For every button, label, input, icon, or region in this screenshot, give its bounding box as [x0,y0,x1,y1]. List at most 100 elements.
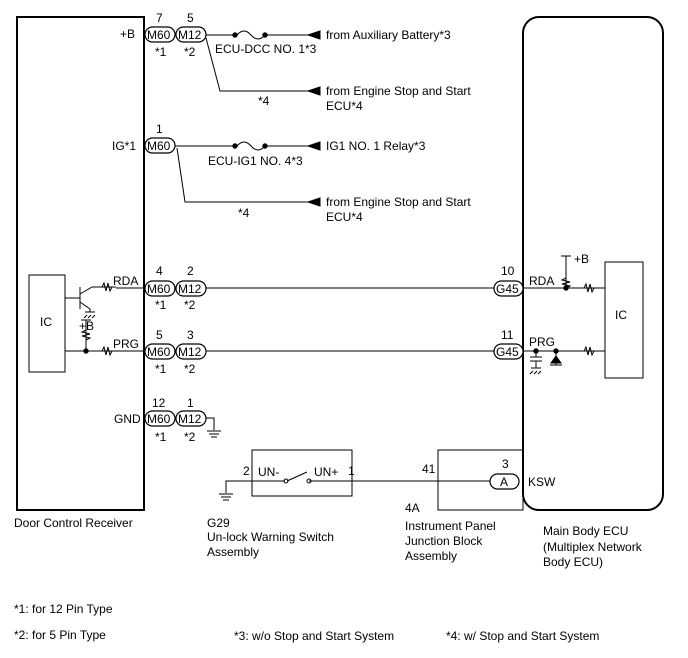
rda-resistor-right [583,282,595,294]
pin-ig-m60: 1 [156,122,163,136]
door-control-receiver-label: Door Control Receiver [14,516,133,530]
connector-m12-prg-label: M12 [178,345,202,359]
pin-switch-right: 1 [348,464,355,478]
footnote-2: *2: for 5 Pin Type [14,628,106,642]
ic-right-label: IC [615,308,627,322]
prg-pullup-left-resistor [80,329,92,341]
switch-gnd-symbol [219,493,233,501]
pullup-left-label: +B [79,319,94,333]
footnote-1: *1: for 12 Pin Type [14,602,113,616]
terminal-prg: PRG [113,337,139,351]
pin-b-m12: 5 [187,11,194,25]
note-gnd-1: *1 [155,430,167,444]
terminal-un-plus: UN+ [314,465,338,479]
prg-capacitor [530,351,542,369]
pin-gnd-m60: 12 [152,396,166,410]
connector-m12-b-label: M12 [178,28,202,42]
connector-a-label: A [500,475,508,489]
pin-b-m60: 7 [156,11,163,25]
switch-contact-left [283,478,289,484]
switch-contact [252,471,352,482]
prg-diode [550,355,562,364]
connector-m60-b [144,26,176,43]
connector-m60-ig-label: M60 [147,139,171,153]
ic-left-label: IC [40,315,52,329]
pullup-right-label: +B [574,252,589,266]
note-b-4: *4 [258,94,270,108]
fuse-dcc-left-dot [232,32,238,38]
source-ess2-line1: from Engine Stop and Start [326,195,471,209]
rda-pullup-resistor [560,277,572,289]
connector-m60-gnd-label: M60 [147,412,171,426]
note-b-1: *1 [155,45,167,59]
pin-prg-m12: 3 [187,328,194,342]
wire-ig-branch [176,147,320,203]
connector-m60-rda [144,280,176,297]
connector-g45-prg-label: G45 [496,345,519,359]
rda-resistor-left [101,281,113,293]
gnd-wire [206,417,215,430]
connector-m60-gnd [144,410,176,427]
connector-m60-b-label: M60 [147,28,171,42]
rda-transistor [65,286,116,312]
door-control-receiver-box [16,16,145,511]
switch-label-line3: Assembly [207,545,259,559]
fuse-dcc-symbol [236,30,266,40]
terminal-ig: IG*1 [112,139,136,153]
note-prg-1: *1 [155,362,167,376]
connector-m12-gnd-label: M12 [178,412,202,426]
main-body-ecu-box [522,16,664,511]
gnd-symbol [207,430,221,438]
note-ig-4: *4 [238,206,250,220]
connector-m60-rda-label: M60 [147,282,171,296]
fuse-dcc-right-dot [262,32,268,38]
pin-switch-left: 2 [243,464,250,478]
source-ig1-relay: IG1 NO. 1 Relay*3 [326,139,426,153]
arrow-ess2 [306,197,321,207]
ic-left-box [28,274,66,373]
fuse-ig1-symbol [236,141,266,151]
fuse-ig1-label: ECU-IG1 NO. 4*3 [208,154,303,168]
terminal-ksw: KSW [528,475,556,489]
footnote-4: *4: w/ Stop and Start System [446,629,599,643]
pin-rda-m12: 2 [187,264,194,278]
pin-jb: 41 [422,462,436,476]
note-rda-1: *1 [155,298,167,312]
prg-resistor-left [101,345,113,357]
fuse-ig1-left-dot [232,143,238,149]
switch-label-line2: Un-lock Warning Switch [207,530,334,544]
pin-rda-m60: 4 [156,264,163,278]
junction-block-box [437,449,524,511]
pin-ksw: 3 [502,457,509,471]
rda-transistor-ground [83,311,96,319]
switch-label-line1: G29 [207,516,230,530]
note-b-2: *2 [184,45,196,59]
connector-m12-rda-label: M12 [178,282,202,296]
switch-contact-right [306,478,312,484]
jb-label-line4: Assembly [405,549,457,563]
pin-g45-rda: 10 [501,264,515,278]
pin-gnd-m12: 1 [187,396,194,410]
jb-label-line3: Junction Block [405,534,483,548]
prg-resistor-right [583,345,595,357]
fuse-dcc-label: ECU-DCC NO. 1*3 [215,42,317,56]
fuse-ig1-right-dot [262,143,268,149]
pin-g45-prg: 11 [501,328,514,342]
main-body-ecu-label-line1: Main Body ECU [543,524,628,538]
main-body-ecu-label-line3: Body ECU) [543,555,603,569]
terminal-gnd: GND [114,412,141,426]
connector-m60-prg-label: M60 [147,345,171,359]
source-aux-battery: from Auxiliary Battery*3 [326,28,451,42]
pin-prg-m60: 5 [156,328,163,342]
terminal-plus-b: +B [120,27,135,41]
connector-g45-rda-label: G45 [496,282,519,296]
wire-b-branch [205,37,320,92]
main-body-ecu-label-line2: (Multiplex Network [543,540,643,554]
source-ess2-line2: ECU*4 [326,210,363,224]
jb-label-line1: 4A [405,501,420,515]
switch-gnd-wire [225,480,252,493]
terminal-rda-right: RDA [529,274,554,288]
source-ess1-line2: ECU*4 [326,99,363,113]
terminal-rda: RDA [113,274,138,288]
